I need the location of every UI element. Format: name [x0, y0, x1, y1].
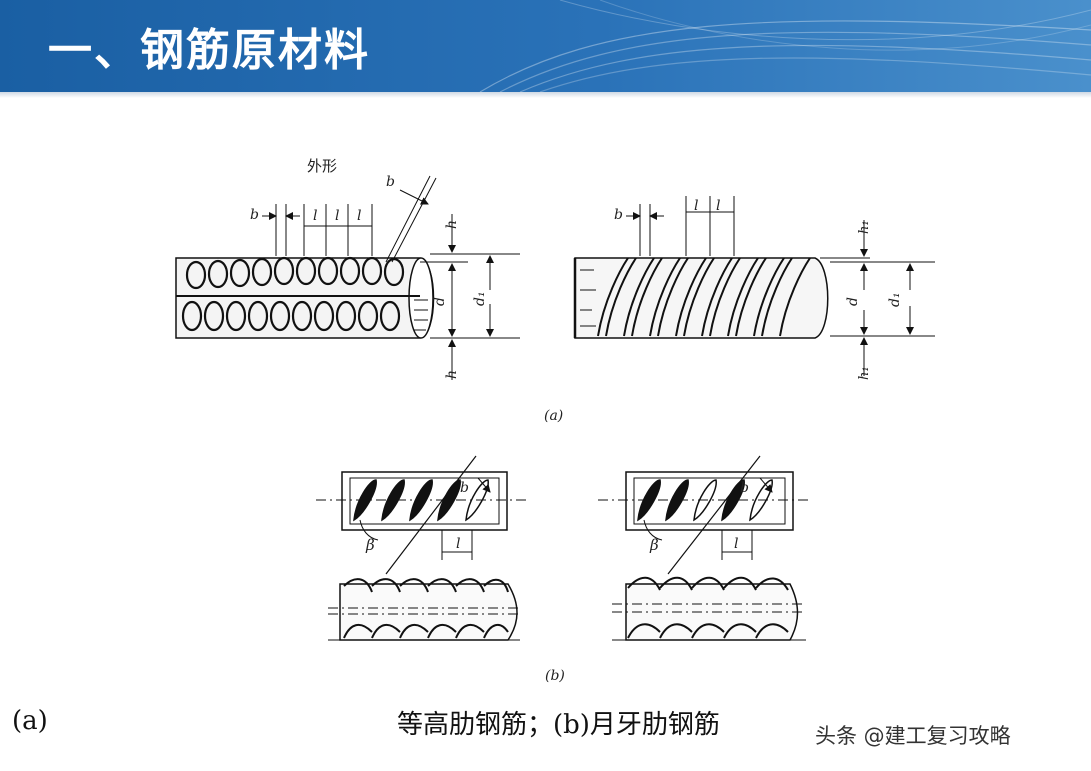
crescent-rib-plan-section: [598, 455, 812, 641]
dim-l-label-b-right: l: [734, 536, 738, 552]
dim-l-label-2: l: [335, 208, 339, 224]
dim-l-label-1: l: [313, 208, 317, 224]
sublabel-b: (b): [545, 668, 565, 684]
dim-d1-label: d₁: [472, 291, 488, 306]
dim-d-label-right: d: [845, 297, 861, 306]
label-outline: 外形: [307, 158, 337, 175]
dim-l-label-b-left: l: [456, 536, 460, 552]
dim-d-label: d: [432, 297, 448, 306]
dim-d1-label-right: d₁: [887, 292, 903, 307]
dim-beta-label-left: β: [365, 536, 375, 554]
equal-rib-plan-section: [316, 455, 528, 641]
dim-b-label-b-right: b: [740, 480, 749, 496]
dim-b-label: b: [250, 207, 259, 223]
equal-rib-rebar-drawing: [175, 175, 520, 380]
caption-text: 等高肋钢筋；(b)月牙肋钢筋: [397, 710, 720, 740]
caption-prefix: (a): [12, 706, 48, 736]
dim-l-label-right-2: l: [716, 198, 720, 214]
watermark-text: 头条 @建工复习攻略: [815, 724, 1011, 748]
header-divider: [0, 92, 1091, 98]
dim-b-label-right: b: [614, 207, 623, 223]
dim-b-slant-label: b: [386, 174, 395, 190]
dim-h-top-label: h: [444, 220, 460, 229]
page-title: 一、钢筋原材料: [48, 25, 370, 76]
header-wave-decoration: [479, 0, 1091, 92]
dim-beta-label-right: β: [649, 536, 659, 554]
dim-h1-top-label: h₁: [857, 220, 872, 234]
header-bar: 一、钢筋原材料: [0, 0, 1091, 92]
dim-l-label-3: l: [357, 208, 361, 224]
crescent-rib-rebar-drawing: [573, 196, 935, 376]
rebar-figure: 外形 b l l l b h d d₁ h b: [175, 158, 935, 684]
dim-h1-bottom-label: h₁: [857, 366, 872, 380]
dim-b-label-b-left: b: [460, 480, 469, 496]
sublabel-a: (a): [544, 408, 563, 424]
dim-l-label-right-1: l: [694, 198, 698, 214]
dim-h-bottom-label: h: [444, 370, 460, 379]
